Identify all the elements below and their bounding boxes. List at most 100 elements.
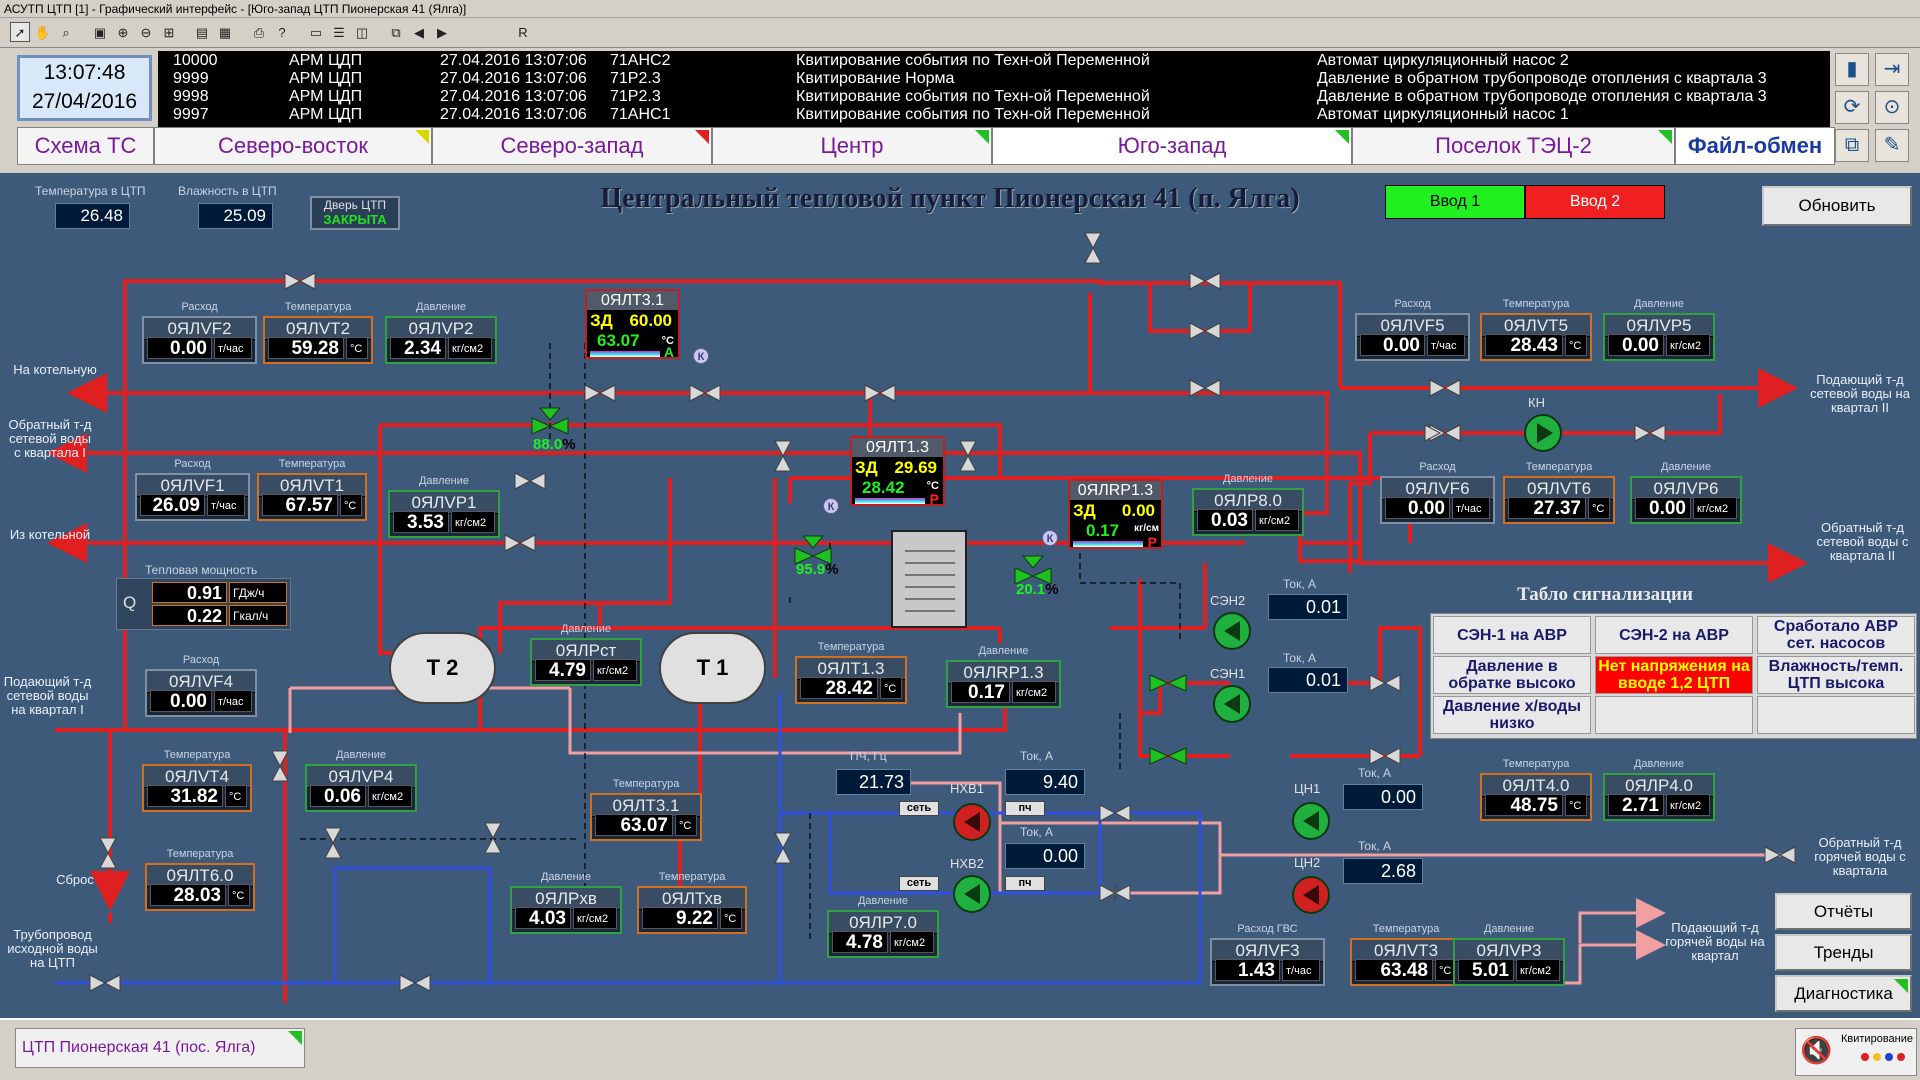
k-marker-2[interactable]: К [823, 498, 839, 514]
pump-sen2[interactable] [1213, 612, 1251, 650]
arrow-back-icon[interactable]: ◀ [414, 25, 424, 40]
tab-5[interactable]: Поселок ТЭЦ-2 [1352, 127, 1675, 165]
pump-nhv2[interactable] [953, 875, 991, 913]
save-icon[interactable]: ▦ [218, 25, 232, 40]
nhv1-net-button[interactable]: сеть [899, 801, 939, 816]
print-icon[interactable]: ⎙ [253, 25, 265, 40]
event-action: Квитирование Норма [796, 70, 955, 87]
window-cascade-icon[interactable]: ◫ [355, 25, 369, 40]
tab-0[interactable]: Схема ТС [17, 127, 154, 165]
nhv1-pch-button[interactable]: пч [1005, 801, 1045, 816]
refresh-button[interactable]: Обновить [1762, 186, 1912, 226]
zoom-out-icon[interactable]: ⊖ [140, 25, 152, 40]
signal-cell-1: СЭН-2 на АВР [1595, 616, 1753, 654]
pump-sen1[interactable] [1213, 685, 1251, 723]
window-tile-icon[interactable]: ▭ [309, 25, 323, 40]
exit-icon[interactable]: ⇥ [1875, 53, 1909, 86]
tab-4[interactable]: Юго-запад [992, 127, 1352, 165]
k-marker-1[interactable]: К [693, 348, 709, 364]
windows-icon[interactable]: ⧉ [1835, 129, 1869, 162]
compass-icon[interactable]: ⊙ [1875, 91, 1909, 124]
input-2-indicator: Ввод 2 [1525, 185, 1665, 219]
nhv2-pch-button[interactable]: пч [1005, 876, 1045, 891]
event-action: Квитирование события по Техн-ой Переменн… [796, 88, 1150, 105]
pump-cn2[interactable] [1292, 876, 1330, 914]
caption-RP13b: Давление [978, 645, 1029, 657]
sync-icon[interactable]: ⟳ [1835, 91, 1869, 124]
reports-button[interactable]: Отчёты [1775, 893, 1912, 930]
tag-value: 31.82 [147, 785, 223, 807]
zoom-fit-icon[interactable]: ⊞ [163, 25, 175, 40]
pump-nhv1[interactable] [953, 803, 991, 841]
diagnostics-button[interactable]: Диагностика [1775, 975, 1912, 1012]
refresh-r-button[interactable]: R [518, 25, 528, 40]
label-to-boiler: На котельную [13, 362, 97, 377]
magnifier-icon[interactable]: ⌕ [62, 25, 70, 40]
ctp-temp-label: Температура в ЦТП [35, 184, 146, 198]
pump-cn1[interactable] [1292, 802, 1330, 840]
trends-button[interactable]: Тренды [1775, 934, 1912, 971]
hand-tool-icon[interactable]: ✋ [34, 25, 52, 40]
tag-value: 0.17 [951, 681, 1010, 703]
tab-1[interactable]: Северо-восток [154, 127, 432, 165]
help-icon[interactable]: ? [278, 25, 286, 40]
controller-t31[interactable]: 0ЯЛТ3.1 ЗД 60.00 63.07 °С А [585, 289, 680, 360]
zoom-actual-icon[interactable]: ▣ [93, 25, 107, 40]
station-button[interactable]: ЦТП Пионерская 41 (пос. Ялга) [15, 1028, 305, 1068]
caption-T6: Температура [166, 848, 234, 860]
tab-3[interactable]: Центр [712, 127, 992, 165]
pointer-tool-icon[interactable]: ➚ [10, 22, 30, 42]
k-marker-3[interactable]: К [1042, 530, 1058, 546]
controller-t13[interactable]: 0ЯЛТ1.3 ЗД 29.69 28.42 °С Р [850, 436, 945, 507]
yellow-dot-icon [1873, 1053, 1881, 1061]
edit-icon[interactable]: ✎ [1875, 129, 1909, 162]
tab-2[interactable]: Северо-запад [432, 127, 712, 165]
controller-rp13[interactable]: 0ЯЛRP1.3 ЗД 0.00 0.17 кг/см Р [1068, 479, 1163, 550]
pump-kn[interactable] [1524, 414, 1562, 452]
book-icon[interactable]: ▮ [1835, 53, 1869, 86]
pump-nhv2-label: НХВ2 [950, 856, 984, 871]
open-icon[interactable]: ▤ [195, 25, 209, 40]
arrow-forward-icon[interactable]: ▶ [437, 25, 447, 40]
file-exchange-button[interactable]: Файл-обмен [1675, 127, 1835, 165]
zoom-in-icon[interactable]: ⊕ [117, 25, 129, 40]
window-list-icon[interactable]: ☰ [333, 25, 345, 40]
nhv2-net-button[interactable]: сеть [899, 876, 939, 891]
acknowledge-button[interactable]: 🔇 Квитирование [1795, 1028, 1917, 1076]
network-icon[interactable]: ⧉ [391, 25, 401, 40]
